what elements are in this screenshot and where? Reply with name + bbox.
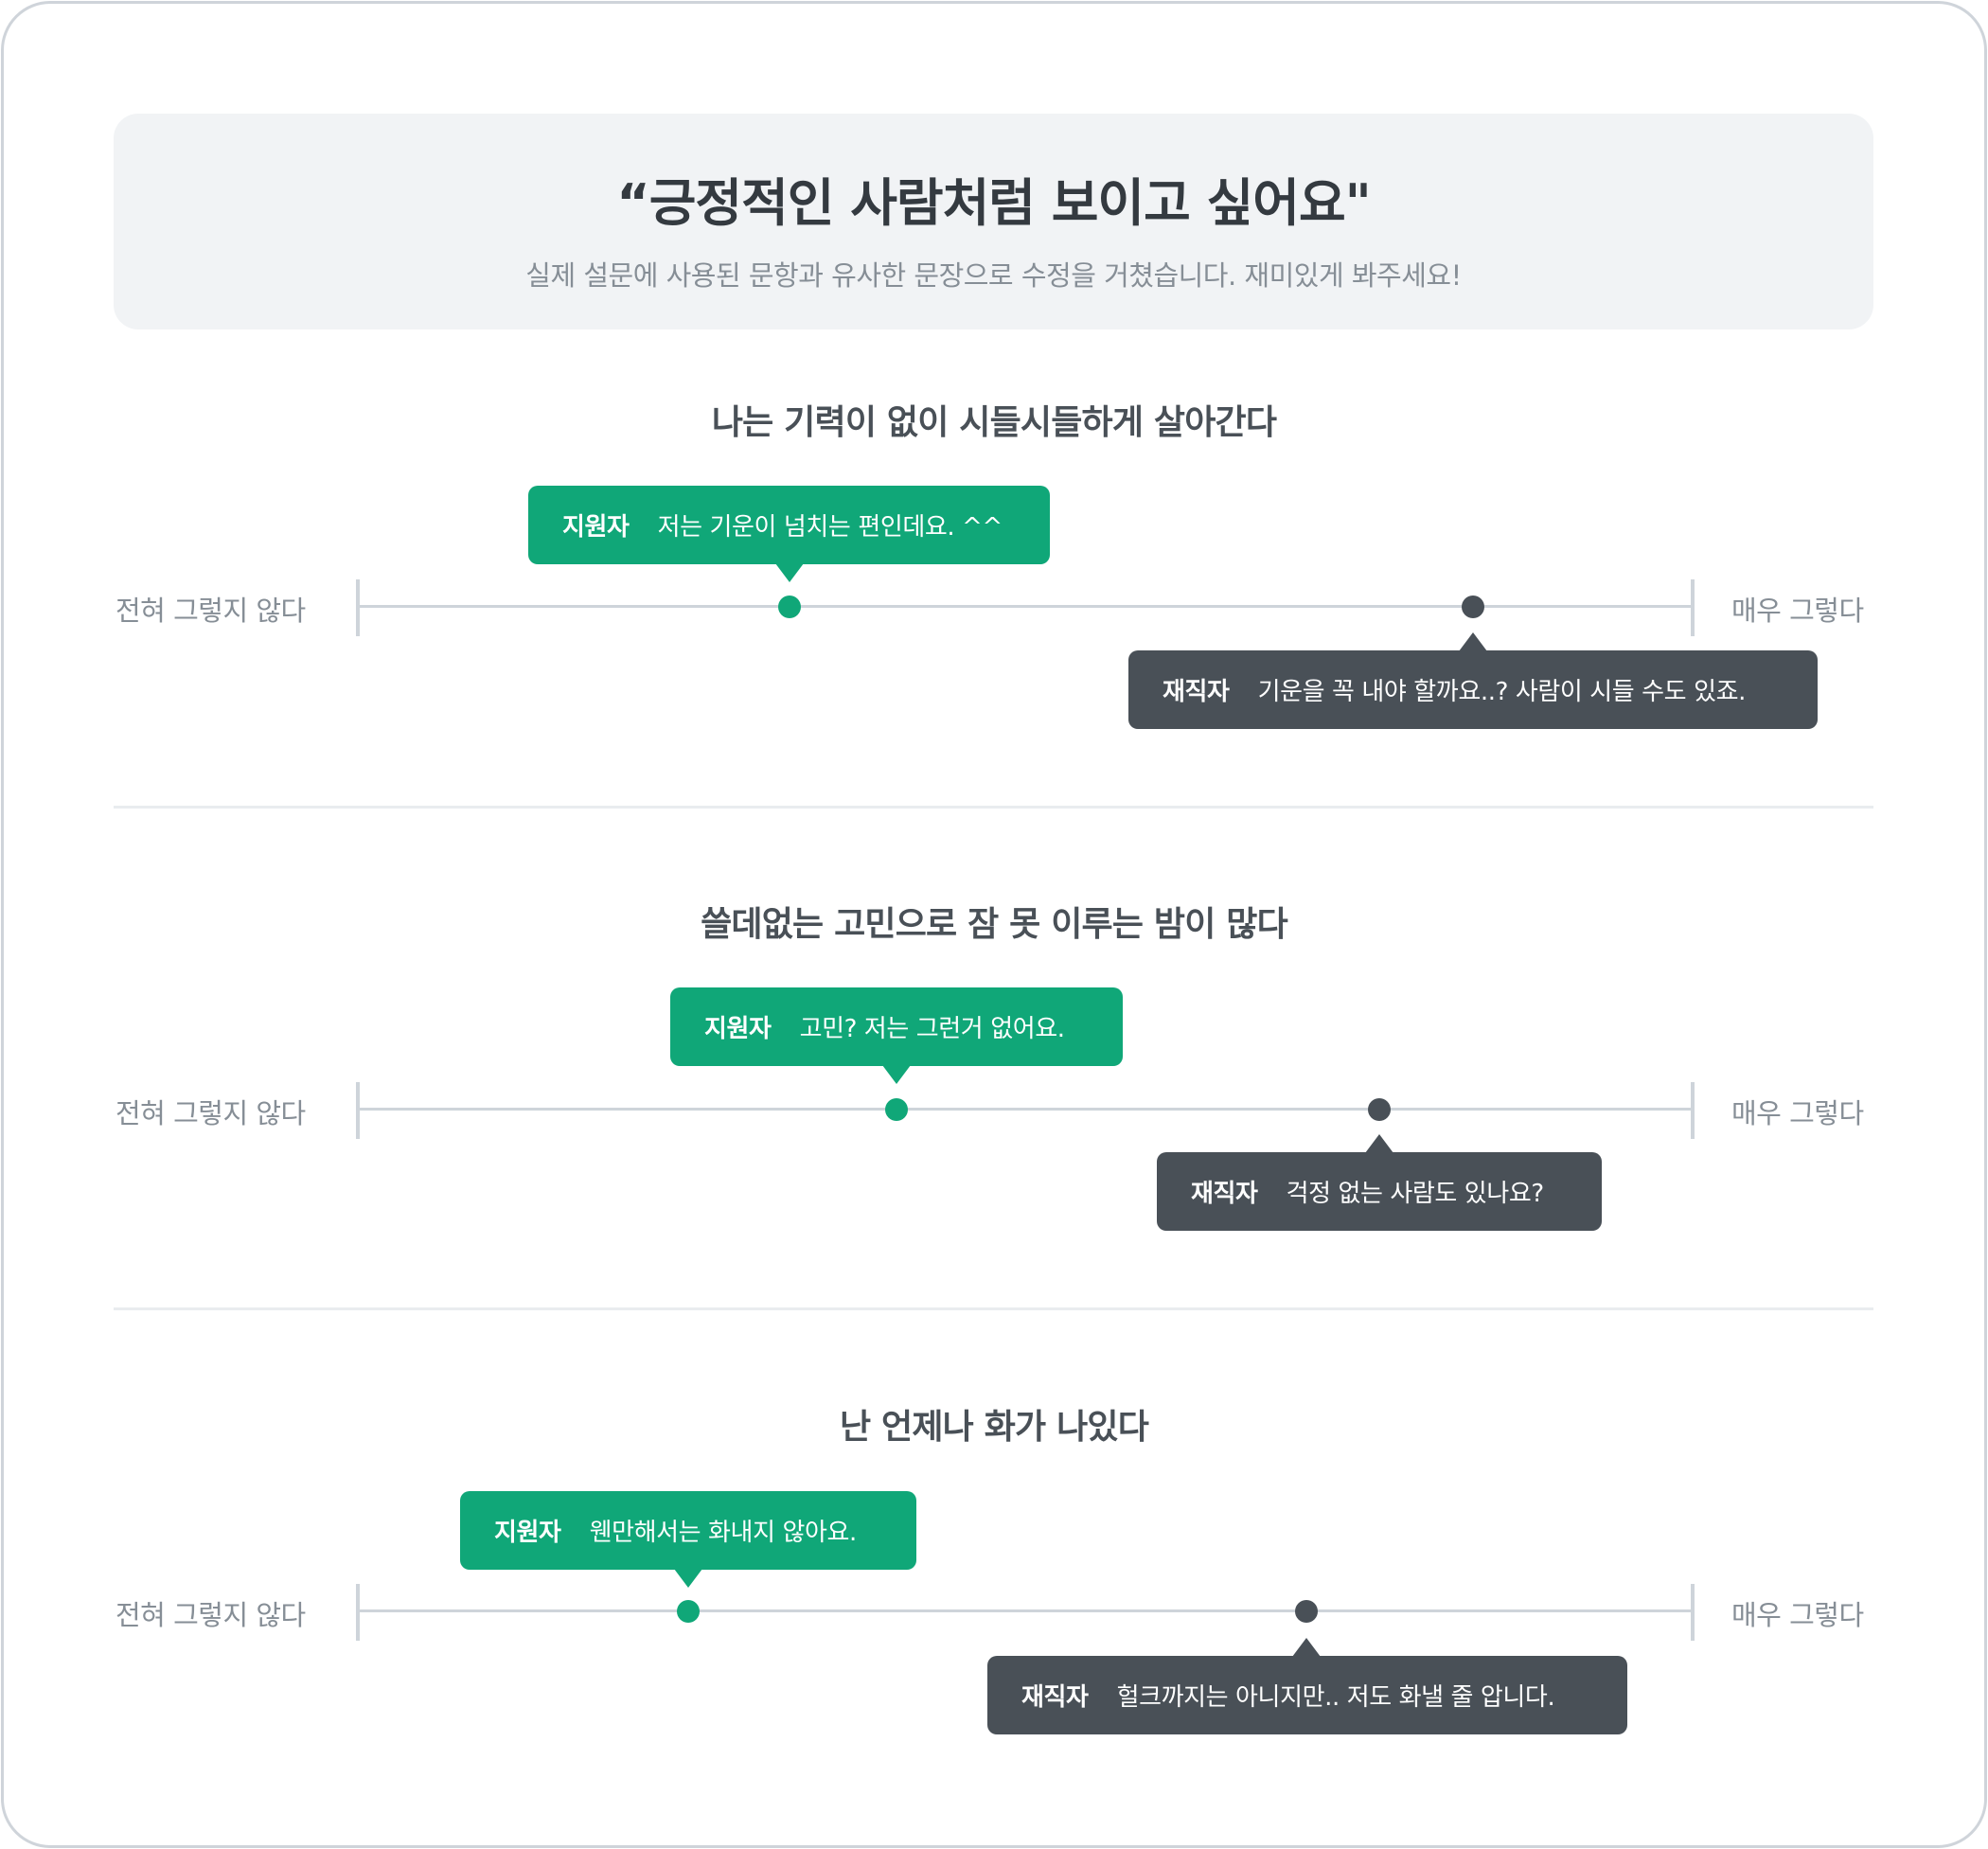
scale-right-end [1691,1584,1695,1641]
page-subtitle: 실제 설문에 사용된 문항과 유사한 문장으로 수정을 거쳤습니다. 재미있게 … [525,259,1462,292]
employee-bubble: 재직자 기운을 꼭 내야 할까요..? 사람이 시들 수도 있죠. [1128,650,1818,729]
applicant-pointer-icon [775,563,804,582]
applicant-comment: 고민? 저는 그런거 없어요. [799,1015,1065,1043]
question-title: 쓸데없는 고민으로 잠 못 이루는 밤이 많다 [701,905,1288,944]
applicant-comment: 저는 기운이 넘치는 편인데요. ^^ [657,513,1003,542]
scale-track [357,1108,1694,1111]
scale-left-label: 전혀 그렇지 않다 [115,1097,306,1129]
question-title: 난 언제나 화가 나있다 [839,1408,1149,1447]
applicant-pointer-icon [674,1569,702,1588]
applicant-label: 지원자 [494,1519,561,1547]
applicant-marker [677,1600,700,1623]
employee-label: 재직자 [1163,678,1230,706]
employee-bubble: 재직자 헐크까지는 아니지만.. 저도 화낼 줄 압니다. [987,1656,1627,1734]
employee-comment: 기운을 꼭 내야 할까요..? 사람이 시들 수도 있죠. [1257,678,1747,706]
employee-pointer-icon [1292,1638,1321,1657]
applicant-bubble: 지원자 저는 기운이 넘치는 편인데요. ^^ [528,486,1050,564]
scale-right-label: 매우 그렇다 [1731,595,1864,627]
applicant-bubble: 지원자 고민? 저는 그런거 없어요. [670,987,1123,1066]
employee-marker [1462,596,1484,618]
scale-right-end [1691,579,1695,636]
applicant-pointer-icon [882,1065,911,1084]
applicant-bubble: 지원자 웬만해서는 화내지 않아요. [460,1491,916,1570]
employee-pointer-icon [1459,632,1487,651]
scale-left-label: 전혀 그렇지 않다 [115,1599,306,1631]
employee-label: 재직자 [1021,1683,1089,1712]
scale-right-end [1691,1082,1695,1139]
employee-label: 재직자 [1191,1180,1258,1208]
scale-left-end [356,579,360,636]
scale-track [357,1609,1694,1612]
scale-right-label: 매우 그렇다 [1731,1599,1864,1631]
applicant-label: 지원자 [562,513,630,542]
scale-left-end [356,1584,360,1641]
scale-right-label: 매우 그렇다 [1731,1097,1864,1129]
section-divider [114,1307,1873,1310]
question-title: 나는 기력이 없이 시들시들하게 살아간다 [711,403,1277,442]
scale-left-label: 전혀 그렇지 않다 [115,595,306,627]
applicant-marker [885,1098,908,1121]
header-panel: “긍정적인 사람처럼 보이고 싶어요" 실제 설문에 사용된 문항과 유사한 문… [114,114,1873,329]
employee-marker [1368,1098,1391,1121]
applicant-comment: 웬만해서는 화내지 않아요. [589,1519,858,1547]
employee-pointer-icon [1365,1134,1393,1153]
applicant-marker [778,596,801,618]
page-title: “긍정적인 사람처럼 보이고 싶어요" [616,173,1372,233]
scale-left-end [356,1082,360,1139]
applicant-label: 지원자 [704,1015,772,1043]
employee-comment: 걱정 없는 사람도 있나요? [1286,1180,1545,1208]
employee-comment: 헐크까지는 아니지만.. 저도 화낼 줄 압니다. [1116,1683,1555,1712]
employee-marker [1295,1600,1318,1623]
employee-bubble: 재직자 걱정 없는 사람도 있나요? [1157,1152,1602,1231]
section-divider [114,806,1873,809]
scale-track [357,605,1694,608]
